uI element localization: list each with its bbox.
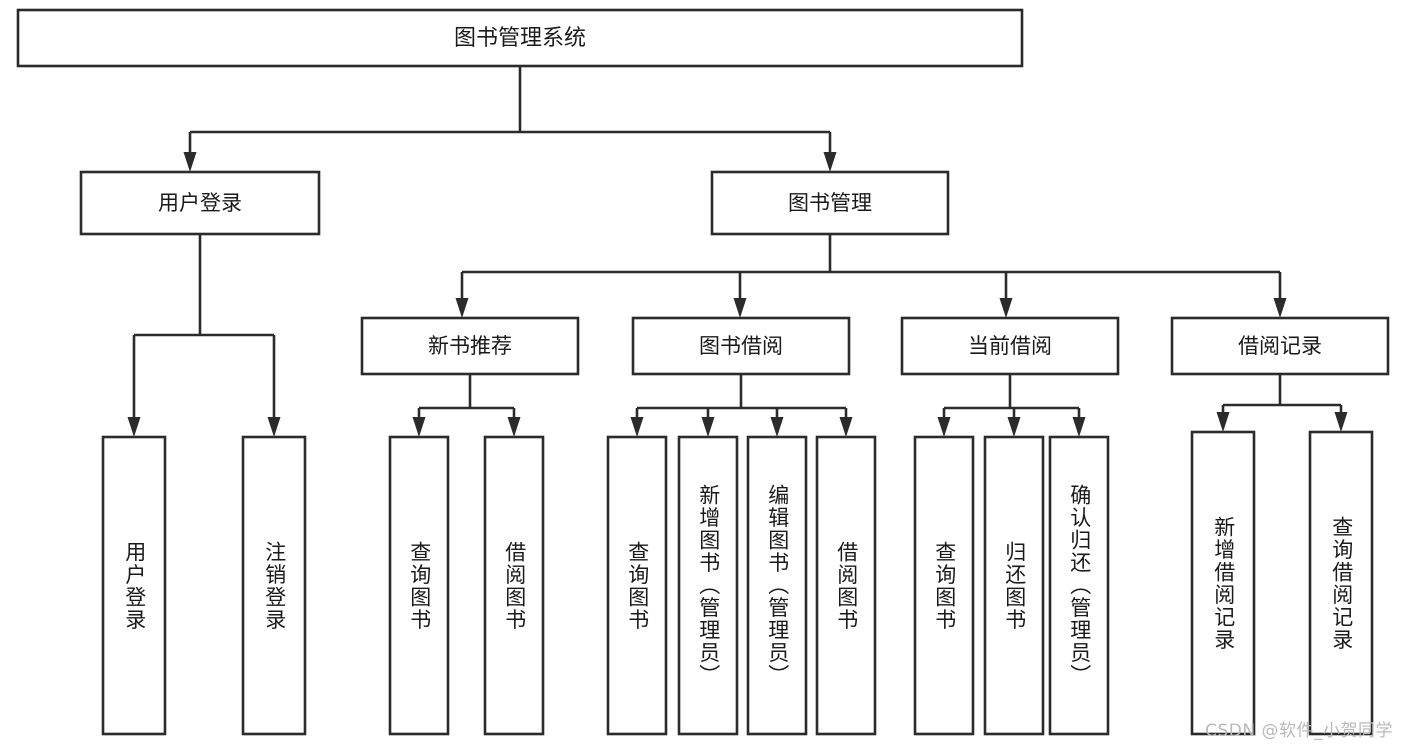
node-box-leaf-add-book[interactable] xyxy=(677,435,739,736)
root-drop-0-arrowhead xyxy=(183,152,197,172)
mgmt-drop-2-arrowhead xyxy=(999,298,1013,318)
connector-layer xyxy=(127,66,1348,437)
node-box-leaf-confirm-return[interactable] xyxy=(1048,435,1110,736)
login-drop-0-arrowhead xyxy=(127,417,141,437)
node-box-leaf-query-record[interactable] xyxy=(1308,430,1374,736)
group-borrow-record-drop-1-arrowhead xyxy=(1334,412,1348,432)
node-box-leaf-add-record[interactable] xyxy=(1190,430,1256,736)
node-label-root: 图书管理系统 xyxy=(454,26,586,51)
group-book-borrow-drop-1-arrowhead xyxy=(701,417,715,437)
node-box-book-management[interactable] xyxy=(710,170,950,236)
group-book-borrow-drop-2-arrowhead xyxy=(770,417,784,437)
node-label-current-borrow: 当前借阅 xyxy=(968,334,1052,358)
node-box-user-login[interactable] xyxy=(79,170,321,236)
node-box-leaf-user-login[interactable] xyxy=(101,435,167,736)
node-box-leaf-query-book-2[interactable] xyxy=(606,435,668,736)
group-borrow-record-drop-0-arrowhead xyxy=(1216,412,1230,432)
node-box-borrow-record[interactable] xyxy=(1170,316,1390,376)
group-book-borrow-drop-0-arrowhead xyxy=(630,417,644,437)
node-box-leaf-return-book[interactable] xyxy=(983,435,1045,736)
mgmt-drop-3-arrowhead xyxy=(1273,298,1287,318)
node-box-leaf-query-book-3[interactable] xyxy=(913,435,975,736)
mgmt-drop-1-arrowhead xyxy=(733,298,747,318)
group-book-borrow-drop-3-arrowhead xyxy=(839,417,853,437)
node-box-leaf-borrow-book-1[interactable] xyxy=(483,435,545,736)
node-label-borrow-record: 借阅记录 xyxy=(1238,334,1322,358)
node-label-user-login: 用户登录 xyxy=(158,191,242,215)
node-box-leaf-edit-book[interactable] xyxy=(746,435,808,736)
watermark-text: CSDN @软件_小贺同学 xyxy=(1205,721,1393,741)
node-label-book-borrow: 图书借阅 xyxy=(699,334,783,358)
root-drop-1-arrowhead xyxy=(823,152,837,172)
node-box-leaf-borrow-book-2[interactable] xyxy=(815,435,877,736)
group-new-book-recommend-drop-1-arrowhead xyxy=(507,417,521,437)
login-drop-1-arrowhead xyxy=(267,417,281,437)
node-label-book-management: 图书管理 xyxy=(788,191,872,215)
node-box-current-borrow[interactable] xyxy=(900,316,1120,376)
node-box-leaf-logout[interactable] xyxy=(241,435,307,736)
node-box-leaf-query-book-1[interactable] xyxy=(388,435,450,736)
node-box-book-borrow[interactable] xyxy=(631,316,851,376)
group-current-borrow-drop-0-arrowhead xyxy=(937,417,951,437)
group-current-borrow-drop-1-arrowhead xyxy=(1007,417,1021,437)
node-box-root[interactable] xyxy=(16,8,1024,68)
group-new-book-recommend-drop-0-arrowhead xyxy=(412,417,426,437)
node-label-new-book-recommend: 新书推荐 xyxy=(428,334,512,358)
group-current-borrow-drop-2-arrowhead xyxy=(1072,417,1086,437)
node-box-new-book-recommend[interactable] xyxy=(360,316,580,376)
mgmt-drop-0-arrowhead xyxy=(455,298,469,318)
